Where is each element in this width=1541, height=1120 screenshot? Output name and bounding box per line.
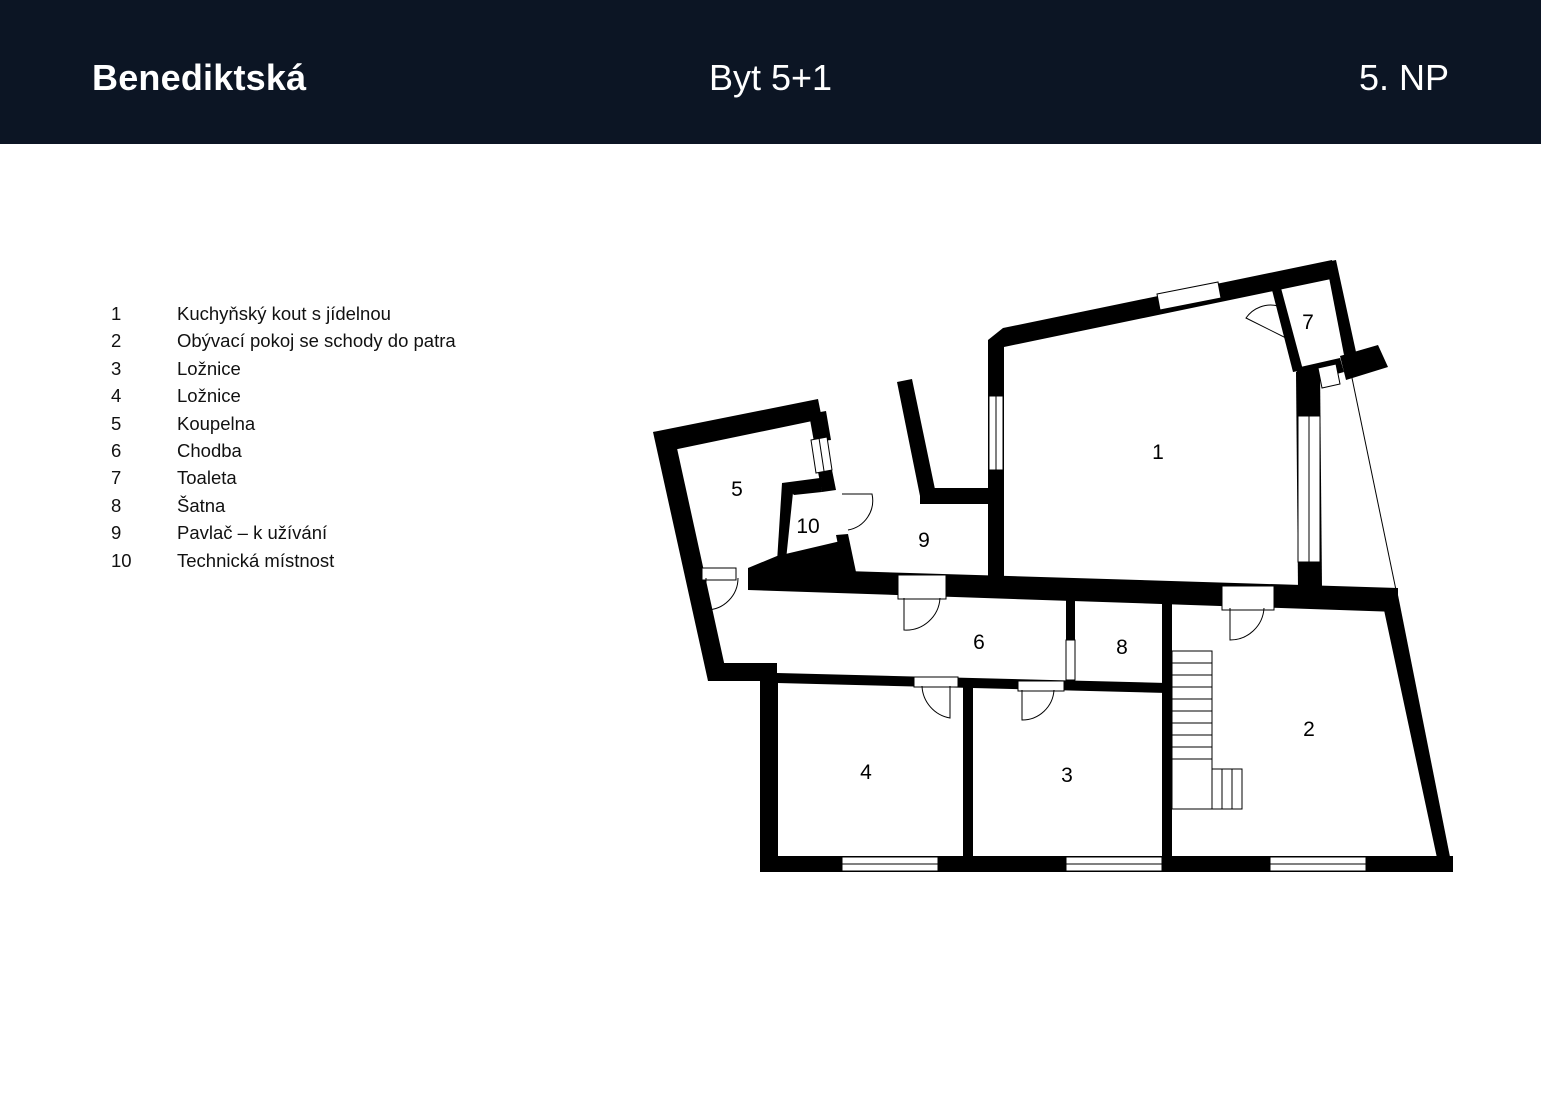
room-label-7: 7 xyxy=(1302,311,1314,334)
wall-bathroom-right xyxy=(809,411,831,442)
wall-gallery-bottom xyxy=(920,488,996,504)
legend-item: 8 Šatna xyxy=(111,492,456,519)
legend-number: 10 xyxy=(111,549,132,571)
legend-item: 1 Kuchyňský kout s jídelnou xyxy=(111,300,456,327)
wall-living-left xyxy=(1162,600,1172,868)
legend-number: 4 xyxy=(111,385,122,407)
legend-item: 2 Obývací pokoj se schody do patra xyxy=(111,327,456,354)
windows xyxy=(810,281,1367,872)
wall-bathroom-right-lower xyxy=(818,470,836,492)
room-label-6: 6 xyxy=(973,631,985,654)
legend-label: Ložnice xyxy=(177,385,241,407)
door-closet xyxy=(1065,639,1076,681)
door-swing-bedroom3 xyxy=(1021,689,1055,721)
door-kitchen xyxy=(1221,585,1275,611)
door-bathroom xyxy=(701,567,737,581)
legend-item: 3 Ložnice xyxy=(111,355,456,382)
room-label-5: 5 xyxy=(731,478,743,501)
balcony-edge-line xyxy=(1351,377,1397,591)
door-swing-bathroom xyxy=(705,577,739,611)
wall-bedroom4-left xyxy=(760,678,778,872)
legend-label: Šatna xyxy=(177,494,226,516)
door-swing-kitchen xyxy=(1229,607,1265,641)
floor-number: 5. NP xyxy=(1358,57,1449,98)
wall-gallery-left xyxy=(897,379,936,496)
wall-living-right xyxy=(1384,595,1453,872)
room-label-3: 3 xyxy=(1061,764,1073,787)
room-labels: 1 2 3 4 5 6 7 8 9 10 xyxy=(731,311,1315,787)
legend-label: Technická místnost xyxy=(177,549,335,571)
door-swing-wc xyxy=(1245,304,1291,341)
window-wc xyxy=(1317,363,1341,389)
legend-number: 2 xyxy=(111,330,122,352)
legend-label: Pavlač – k užívání xyxy=(177,522,328,544)
doors xyxy=(701,304,1291,721)
legend-number: 7 xyxy=(111,467,122,489)
wall-bathroom-top xyxy=(653,399,822,450)
wall-balcony-stub xyxy=(1340,345,1388,380)
door-bedroom3 xyxy=(1017,680,1065,692)
legend-number: 5 xyxy=(111,412,122,434)
project-name: Benediktská xyxy=(92,57,307,98)
legend-label: Chodba xyxy=(177,439,242,461)
room-legend: 1 Kuchyňský kout s jídelnou 2 Obývací poko… xyxy=(111,300,456,574)
wall-bedrooms-divider xyxy=(963,683,973,863)
room-label-10: 10 xyxy=(796,515,819,538)
legend-item: 4 Ložnice xyxy=(111,382,456,409)
wall-tech-top xyxy=(782,478,822,495)
room-label-8: 8 xyxy=(1116,636,1128,659)
legend-number: 8 xyxy=(111,494,122,516)
wall-tech-left xyxy=(777,483,794,562)
walls xyxy=(653,260,1453,872)
header-bar: Benediktská Byt 5+1 5. NP xyxy=(0,0,1541,144)
wall-tech-right xyxy=(836,534,856,574)
staircase xyxy=(1171,650,1243,810)
legend-number: 6 xyxy=(111,439,122,461)
room-label-2: 2 xyxy=(1303,718,1315,741)
unit-type: Byt 5+1 xyxy=(708,57,833,98)
legend-item: 6 Chodba xyxy=(111,437,456,464)
room-label-4: 4 xyxy=(860,761,872,784)
door-bedroom4 xyxy=(913,676,959,688)
legend-number: 1 xyxy=(111,303,122,324)
legend-item: 7 Toaleta xyxy=(111,464,456,491)
legend-label: Ložnice xyxy=(177,357,241,379)
legend-label: Toaleta xyxy=(177,467,237,489)
legend-number: 3 xyxy=(111,357,122,379)
legend-label: Koupelna xyxy=(177,412,256,434)
wall-left-outer xyxy=(653,430,725,681)
window-kitchen-top xyxy=(1156,281,1222,311)
legend-item: 5 Koupelna xyxy=(111,410,456,437)
legend-number: 9 xyxy=(111,522,122,544)
legend-item: 9 Pavlač – k užívání xyxy=(111,519,456,546)
room-label-9: 9 xyxy=(918,529,930,552)
legend-label: Obývací pokoj se schody do patra xyxy=(177,330,456,352)
room-label-1: 1 xyxy=(1152,441,1164,464)
door-swing-tech xyxy=(842,493,874,531)
door-swing-gallery xyxy=(903,597,941,631)
wall-corridor-bottom-left xyxy=(708,663,777,681)
legend-item: 10 Technická místnost xyxy=(111,547,456,574)
wall-wc-outer xyxy=(1326,260,1356,355)
door-gallery xyxy=(897,574,947,600)
door-swing-bedroom4 xyxy=(921,685,951,719)
legend-label: Kuchyňský kout s jídelnou xyxy=(177,303,391,324)
wall-wc-inner xyxy=(1272,288,1303,372)
